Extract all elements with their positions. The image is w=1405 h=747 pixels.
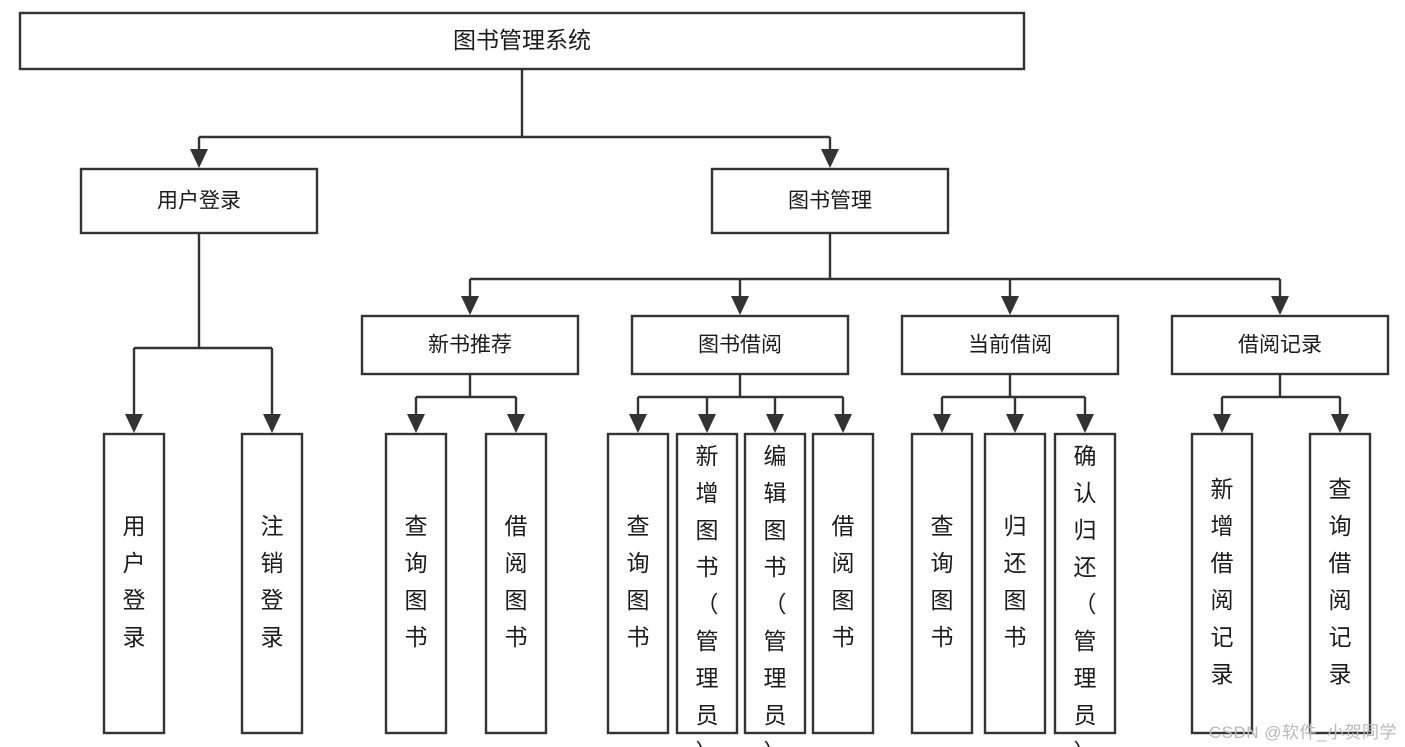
node-leaf-user-logout[interactable]: 注销登录 — [240, 432, 304, 735]
edge-group-current — [933, 374, 1094, 433]
node-label-leaf-query-record: 查询借阅记录 — [1329, 476, 1352, 687]
node-leaf-query-record[interactable]: 查询借阅记录 — [1308, 432, 1372, 735]
node-leaf-return-book[interactable]: 归还图书 — [983, 432, 1047, 735]
node-label-leaf-borrow-book-1: 借阅图书 — [505, 513, 528, 650]
node-box-leaf-user-login — [102, 432, 166, 735]
node-record[interactable]: 借阅记录 — [1170, 314, 1390, 376]
node-box-newbook — [360, 314, 580, 376]
node-box-leaf-query-book-1 — [384, 432, 448, 735]
node-box-leaf-query-book-3 — [910, 432, 974, 735]
node-label-leaf-confirm-return: 确认归还（管理员） — [1074, 443, 1097, 747]
node-label-leaf-return-book: 归还图书 — [1004, 513, 1027, 650]
node-box-record — [1170, 314, 1390, 376]
node-box-leaf-borrow-book-2 — [811, 432, 875, 735]
node-box-leaf-query-book-2 — [606, 432, 670, 735]
node-bookmgr[interactable]: 图书管理 — [710, 167, 950, 235]
node-box-leaf-edit-book — [743, 432, 807, 735]
node-login[interactable]: 用户登录 — [79, 167, 319, 235]
node-leaf-edit-book[interactable]: 编辑图书（管理员） — [743, 432, 807, 747]
node-root[interactable]: 图书管理系统 — [18, 11, 1026, 71]
node-label-leaf-add-book: 新增图书（管理员） — [696, 443, 719, 747]
node-leaf-add-book[interactable]: 新增图书（管理员） — [675, 432, 739, 747]
node-box-login — [79, 167, 319, 235]
node-label-leaf-user-login: 用户登录 — [123, 513, 146, 650]
edge-group-login — [125, 233, 281, 433]
node-leaf-confirm-return[interactable]: 确认归还（管理员） — [1053, 432, 1117, 747]
node-label-leaf-query-book-2: 查询图书 — [627, 513, 650, 650]
node-label-leaf-edit-book: 编辑图书（管理员） — [764, 443, 787, 747]
node-box-root — [18, 11, 1026, 71]
node-label-leaf-user-logout: 注销登录 — [261, 513, 284, 650]
node-leaf-borrow-book-2[interactable]: 借阅图书 — [811, 432, 875, 735]
node-newbook[interactable]: 新书推荐 — [360, 314, 580, 376]
edge-group-bookmgr — [461, 233, 1289, 315]
edge-group-root — [190, 69, 839, 168]
node-label-login: 用户登录 — [157, 190, 241, 213]
node-label-bookmgr: 图书管理 — [788, 190, 872, 213]
node-label-leaf-query-book-1: 查询图书 — [405, 513, 428, 650]
node-label-leaf-borrow-book-2: 借阅图书 — [832, 513, 855, 650]
node-label-newbook: 新书推荐 — [428, 334, 512, 357]
edge-group-borrow — [629, 374, 852, 433]
node-box-leaf-query-record — [1308, 432, 1372, 735]
node-label-record: 借阅记录 — [1238, 334, 1322, 357]
node-current[interactable]: 当前借阅 — [900, 314, 1120, 376]
node-leaf-add-record[interactable]: 新增借阅记录 — [1190, 432, 1254, 735]
node-box-leaf-borrow-book-1 — [484, 432, 548, 735]
node-leaf-borrow-book-1[interactable]: 借阅图书 — [484, 432, 548, 735]
node-box-leaf-return-book — [983, 432, 1047, 735]
node-label-borrow: 图书借阅 — [698, 334, 782, 357]
node-label-root: 图书管理系统 — [453, 27, 591, 53]
node-box-current — [900, 314, 1120, 376]
node-label-current: 当前借阅 — [968, 334, 1052, 357]
node-box-leaf-add-book — [675, 432, 739, 735]
edge-group-newbook — [407, 374, 525, 433]
node-leaf-user-login[interactable]: 用户登录 — [102, 432, 166, 735]
nodes-layer: 图书管理系统用户登录图书管理新书推荐图书借阅当前借阅借阅记录用户登录注销登录查询… — [18, 11, 1390, 747]
node-label-leaf-query-book-3: 查询图书 — [931, 513, 954, 650]
node-leaf-query-book-1[interactable]: 查询图书 — [384, 432, 448, 735]
node-borrow[interactable]: 图书借阅 — [630, 314, 850, 376]
node-leaf-query-book-2[interactable]: 查询图书 — [606, 432, 670, 735]
edge-group-record — [1213, 374, 1349, 433]
node-box-leaf-add-record — [1190, 432, 1254, 735]
node-label-leaf-add-record: 新增借阅记录 — [1211, 476, 1234, 687]
connector-edges-layer — [125, 69, 1349, 433]
node-box-leaf-confirm-return — [1053, 432, 1117, 735]
node-leaf-query-book-3[interactable]: 查询图书 — [910, 432, 974, 735]
node-box-bookmgr — [710, 167, 950, 235]
node-box-leaf-user-logout — [240, 432, 304, 735]
node-box-borrow — [630, 314, 850, 376]
